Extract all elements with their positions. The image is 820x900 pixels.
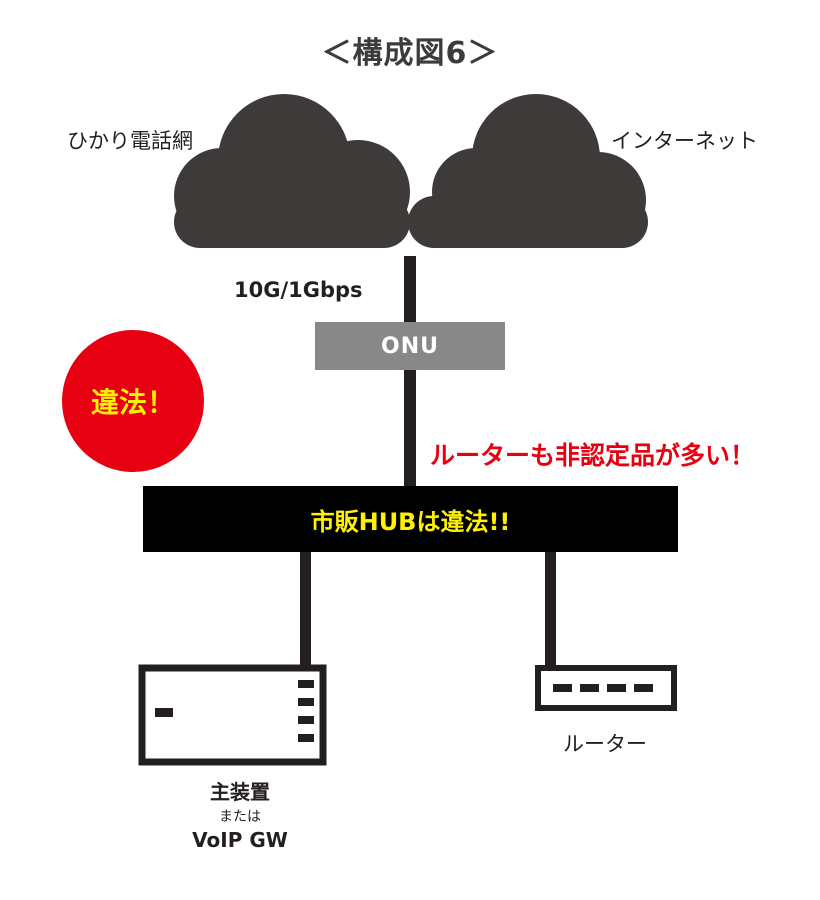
uplink-cable	[404, 256, 416, 488]
router-device-icon	[535, 665, 677, 711]
illegal-badge: 違法！	[62, 330, 204, 472]
router-label: ルーター	[563, 732, 647, 756]
diagram-title: ＜構成図6＞	[321, 36, 499, 71]
onu-box: ONU	[315, 322, 505, 370]
or-text-label: または	[219, 809, 261, 825]
uplink-speed-label: 10G/1Gbps	[234, 278, 363, 302]
router-warning-text: ルーターも非認定品が多い！	[430, 441, 756, 470]
hub-to-main-unit-cable	[300, 550, 311, 668]
main-unit-device-icon	[138, 664, 327, 766]
internet-label: インターネット	[611, 129, 758, 153]
phone-network-cloud-icon	[174, 94, 410, 248]
onu-label: ONU	[381, 333, 439, 359]
phone-network-label: ひかり電話網	[67, 129, 193, 153]
internet-cloud-icon	[408, 94, 648, 248]
main-unit-label: 主装置	[210, 780, 270, 804]
voip-gw-label: VoIP GW	[192, 828, 288, 852]
illegal-badge-label: 違法！	[90, 386, 175, 419]
hub-bar: 市販HUBは違法!!	[143, 486, 678, 552]
hub-label: 市販HUBは違法!!	[310, 507, 511, 536]
hub-to-router-cable	[545, 550, 556, 668]
